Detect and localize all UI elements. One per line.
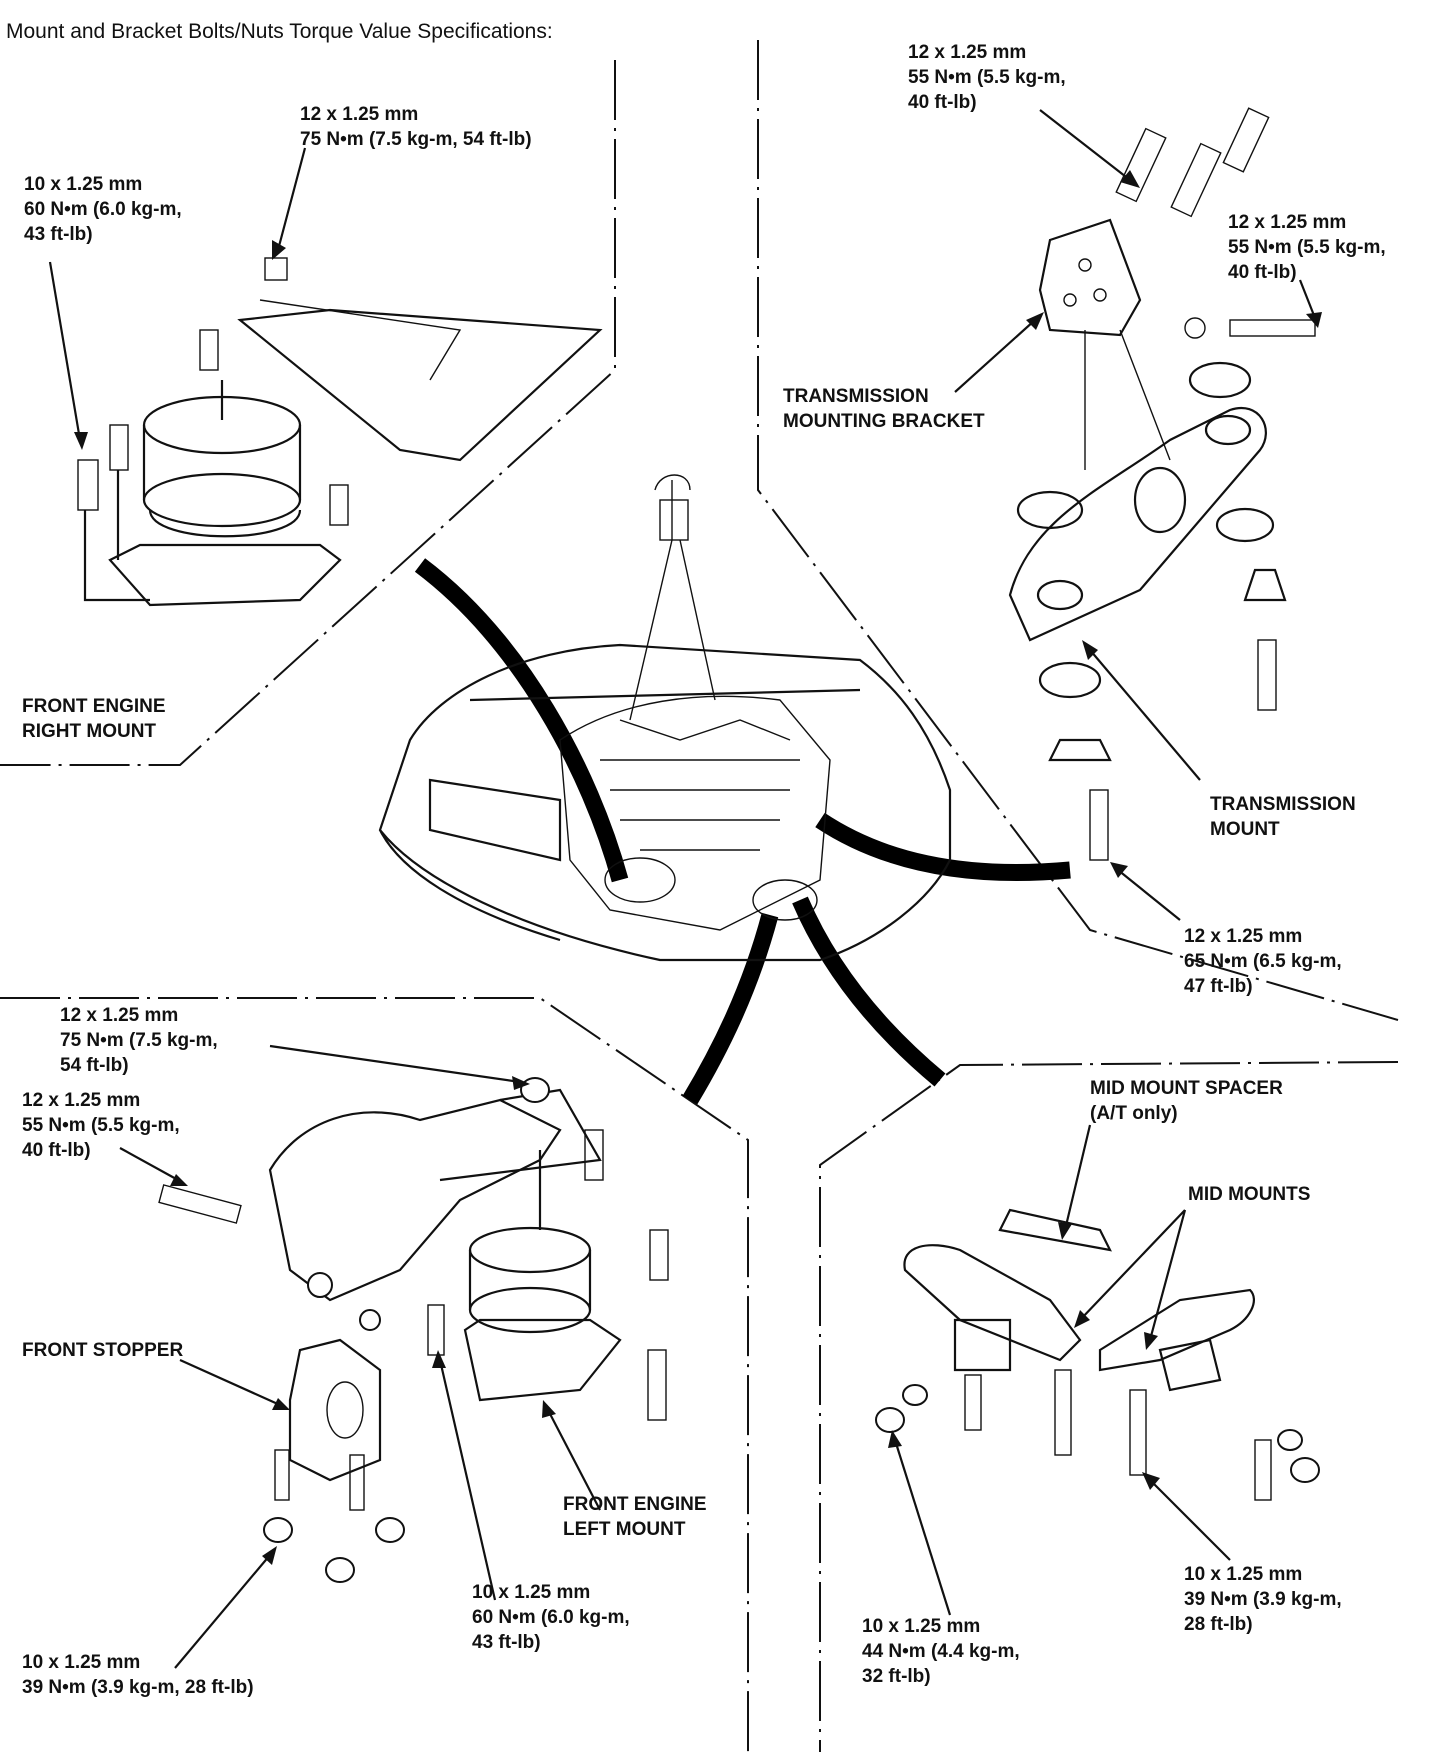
transmission-mount-label: TRANSMISSION MOUNT — [1210, 794, 1356, 840]
connector-bands — [414, 558, 1071, 1105]
mid-mount-torque-right: 10 x 1.25 mm 39 N•m (3.9 kg-m, 28 ft-lb) — [1184, 1564, 1342, 1635]
transmission-bracket-torque-right: 12 x 1.25 mm 55 N•m (5.5 kg-m, 40 ft-lb) — [1228, 212, 1386, 283]
mid-mount-spacer-label: MID MOUNT SPACER (A/T only) — [1090, 1078, 1283, 1124]
mid-mount-assembly — [875, 1208, 1320, 1501]
transmission-mounting-bracket-label: TRANSMISSION MOUNTING BRACKET — [783, 386, 985, 432]
front-engine-right-mount-label: FRONT ENGINE RIGHT MOUNT — [22, 696, 166, 742]
leader-lines — [48, 109, 1322, 1669]
transmission-mount-torque: 12 x 1.25 mm 65 N•m (6.5 kg-m, 47 ft-lb) — [1184, 926, 1342, 997]
car-engine-illustration — [378, 474, 952, 962]
front-engine-right-mount-torque-left: 10 x 1.25 mm 60 N•m (6.0 kg-m, 43 ft-lb) — [24, 174, 182, 245]
front-engine-left-mount-label: FRONT ENGINE LEFT MOUNT — [563, 1494, 707, 1540]
front-engine-left-mount-torque-mid: 10 x 1.25 mm 60 N•m (6.0 kg-m, 43 ft-lb) — [472, 1582, 630, 1653]
panel-borders — [0, 40, 1399, 1752]
mid-mounts-label: MID MOUNTS — [1188, 1184, 1311, 1205]
front-stopper-label: FRONT STOPPER — [22, 1340, 184, 1361]
transmission-bracket-torque-top: 12 x 1.25 mm 55 N•m (5.5 kg-m, 40 ft-lb) — [908, 42, 1066, 113]
front-engine-right-mount — [77, 257, 603, 607]
front-engine-right-mount-torque-top: 12 x 1.25 mm 75 N•m (7.5 kg-m, 54 ft-lb) — [300, 104, 532, 150]
transmission-mount-assembly — [1008, 107, 1316, 861]
diagram-title: Mount and Bracket Bolts/Nuts Torque Valu… — [6, 20, 553, 43]
front-engine-left-mount-torque-bolt: 12 x 1.25 mm 55 N•m (5.5 kg-m, 40 ft-lb) — [22, 1090, 180, 1161]
front-engine-left-mount-assembly — [158, 1077, 669, 1583]
front-engine-left-mount-torque-top: 12 x 1.25 mm 75 N•m (7.5 kg-m, 54 ft-lb) — [60, 1005, 218, 1076]
front-stopper-torque: 10 x 1.25 mm 39 N•m (3.9 kg-m, 28 ft-lb) — [22, 1652, 254, 1698]
mid-mount-torque-left: 10 x 1.25 mm 44 N•m (4.4 kg-m, 32 ft-lb) — [862, 1616, 1020, 1687]
